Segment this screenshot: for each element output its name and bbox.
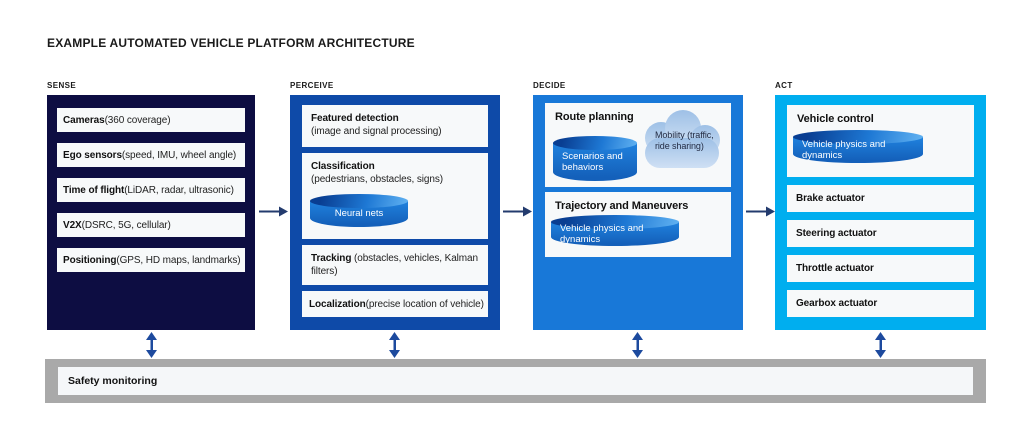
item-label: Steering actuator — [796, 228, 877, 239]
column-label-decide: DECIDE — [533, 81, 566, 90]
column-sense: Cameras (360 coverage) Ego sensors (spee… — [47, 95, 255, 330]
item-detail: (image and signal processing) — [311, 126, 442, 137]
sense-item-ego-sensors: Ego sensors (speed, IMU, wheel angle) — [57, 143, 245, 167]
item-label: Ego sensors — [63, 149, 122, 161]
act-item-brake-actuator: Brake actuator — [787, 185, 974, 212]
item-label: Throttle actuator — [796, 263, 874, 274]
arrow-decide-to-act-icon — [746, 205, 776, 218]
item-detail: (360 coverage) — [104, 114, 171, 126]
item-label: Positioning — [63, 254, 117, 266]
arrow-perceive-safety-icon — [388, 332, 401, 358]
sense-item-time-of-flight: Time of flight (LiDAR, radar, ultrasonic… — [57, 178, 245, 202]
cylinder-label: Scenarios and behaviors — [562, 150, 623, 174]
vehicle-physics-cylinder-decide: Vehicle physics and dynamics — [551, 215, 679, 246]
cloud-icon — [645, 110, 720, 168]
item-detail: (DSRC, 5G, cellular) — [81, 219, 171, 231]
decide-item-route-planning: Route planning Scenarios and behaviors — [545, 103, 731, 187]
sense-item-cameras: Cameras (360 coverage) — [57, 108, 245, 132]
act-item-steering-actuator: Steering actuator — [787, 220, 974, 247]
act-item-gearbox-actuator: Gearbox actuator — [787, 290, 974, 317]
diagram-title: EXAMPLE AUTOMATED VEHICLE PLATFORM ARCHI… — [47, 36, 415, 50]
column-decide: Route planning Scenarios and behaviors — [533, 95, 743, 330]
item-detail: (obstacles, vehicles, Kalman filters) — [311, 253, 478, 277]
item-label: Gearbox actuator — [796, 298, 878, 309]
act-item-throttle-actuator: Throttle actuator — [787, 255, 974, 282]
column-label-act: ACT — [775, 81, 793, 90]
item-label: Trajectory and Maneuvers — [555, 200, 689, 212]
item-label: Tracking — [311, 253, 352, 264]
cylinder-label: Vehicle physics and dynamics — [560, 222, 644, 246]
safety-monitoring-label: Safety monitoring — [68, 375, 158, 387]
act-item-vehicle-control: Vehicle control Vehicle physics and dyna… — [787, 105, 974, 177]
decide-item-trajectory: Trajectory and Maneuvers Vehicle physics… — [545, 192, 731, 257]
item-label: Vehicle control — [797, 113, 874, 125]
item-detail: (pedestrians, obstacles, signs) — [311, 174, 443, 185]
item-label: Featured detection — [311, 113, 399, 124]
item-detail: (speed, IMU, wheel angle) — [121, 149, 237, 161]
item-label: Time of flight — [63, 184, 125, 196]
safety-monitoring-bar: Safety monitoring — [45, 359, 986, 403]
item-label: Cameras — [63, 114, 105, 126]
vehicle-physics-cylinder-act: Vehicle physics and dynamics — [793, 130, 923, 163]
column-label-perceive: PERCEIVE — [290, 81, 334, 90]
item-label: Localization — [309, 298, 366, 310]
item-label: V2X — [63, 219, 82, 231]
neural-nets-cylinder: Neural nets — [310, 194, 408, 227]
mobility-cloud: Mobility (traffic, ride sharing) — [633, 108, 729, 180]
arrow-act-safety-icon — [874, 332, 887, 358]
sense-item-v2x: V2X (DSRC, 5G, cellular) — [57, 213, 245, 237]
perceive-item-classification: Classification (pedestrians, obstacles, … — [302, 153, 488, 239]
column-perceive: Featured detection (image and signal pro… — [290, 95, 500, 330]
arrow-sense-to-perceive-icon — [259, 205, 289, 218]
cylinder-label: Vehicle physics and dynamics — [802, 138, 886, 162]
arrow-decide-safety-icon — [631, 332, 644, 358]
item-label: Brake actuator — [796, 193, 865, 204]
item-detail: (LiDAR, radar, ultrasonic) — [124, 184, 234, 196]
safety-monitoring-inner: Safety monitoring — [58, 367, 973, 395]
item-label: Route planning — [555, 111, 634, 123]
item-label: Classification — [311, 161, 375, 172]
sense-item-positioning: Positioning (GPS, HD maps, landmarks) — [57, 248, 245, 272]
cloud-label: Mobility (traffic, ride sharing) — [655, 130, 714, 151]
arrow-perceive-to-decide-icon — [503, 205, 533, 218]
scenarios-behaviors-cylinder: Scenarios and behaviors — [553, 136, 637, 181]
column-act: Vehicle control Vehicle physics and dyna… — [775, 95, 986, 330]
column-label-sense: SENSE — [47, 81, 77, 90]
item-detail: (precise location of vehicle) — [365, 298, 484, 310]
perceive-item-tracking: Tracking (obstacles, vehicles, Kalman fi… — [302, 245, 488, 285]
item-detail: (GPS, HD maps, landmarks) — [116, 254, 241, 266]
perceive-item-featured-detection: Featured detection (image and signal pro… — [302, 105, 488, 147]
perceive-item-localization: Localization (precise location of vehicl… — [302, 291, 488, 317]
cylinder-label: Neural nets — [334, 208, 384, 220]
arrow-sense-safety-icon — [145, 332, 158, 358]
